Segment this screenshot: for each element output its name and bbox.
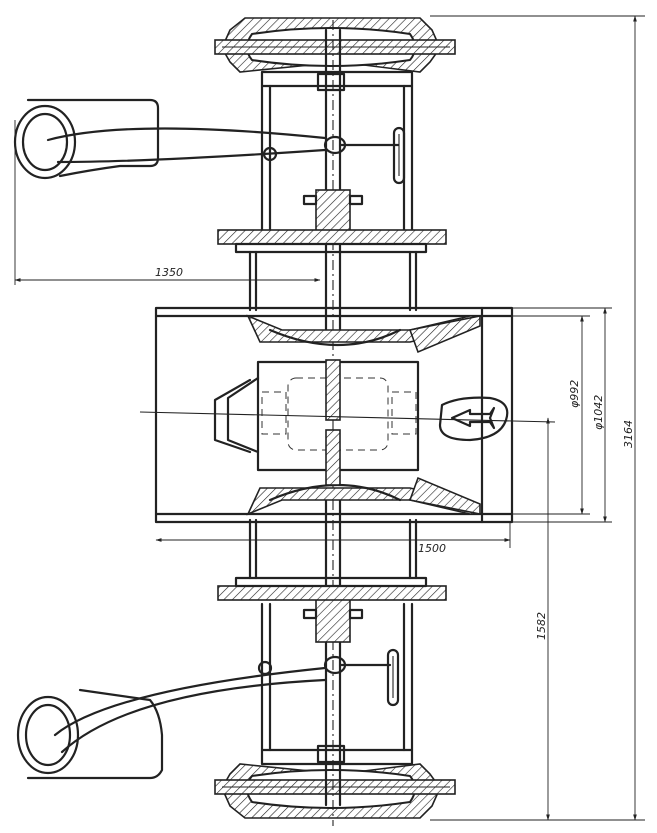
tie-rods (260, 84, 414, 752)
dim-label-phi-1042: φ1042 (592, 395, 605, 430)
dim-label-1500: 1500 (418, 542, 446, 555)
upper-handwheel-lever (13, 98, 327, 180)
lower-flange (217, 518, 447, 601)
top-membrane-housing (214, 17, 456, 92)
dim-label-1582: 1582 (535, 612, 548, 640)
lower-handwheel-lever (16, 660, 327, 780)
dim-label-phi-992: φ992 (568, 380, 581, 408)
thermometers (338, 126, 406, 707)
dim-label-3164: 3164 (622, 420, 635, 448)
main-pipe-body (139, 306, 556, 524)
dimension-lines: 1350 1500 φ992 φ1042 3164 1582 (14, 15, 645, 821)
dim-label-1350: 1350 (155, 266, 183, 279)
upper-flange (217, 229, 447, 312)
flow-direction-arrow (438, 396, 509, 442)
central-spindle (302, 20, 364, 826)
bottom-membrane-housing (214, 744, 456, 819)
